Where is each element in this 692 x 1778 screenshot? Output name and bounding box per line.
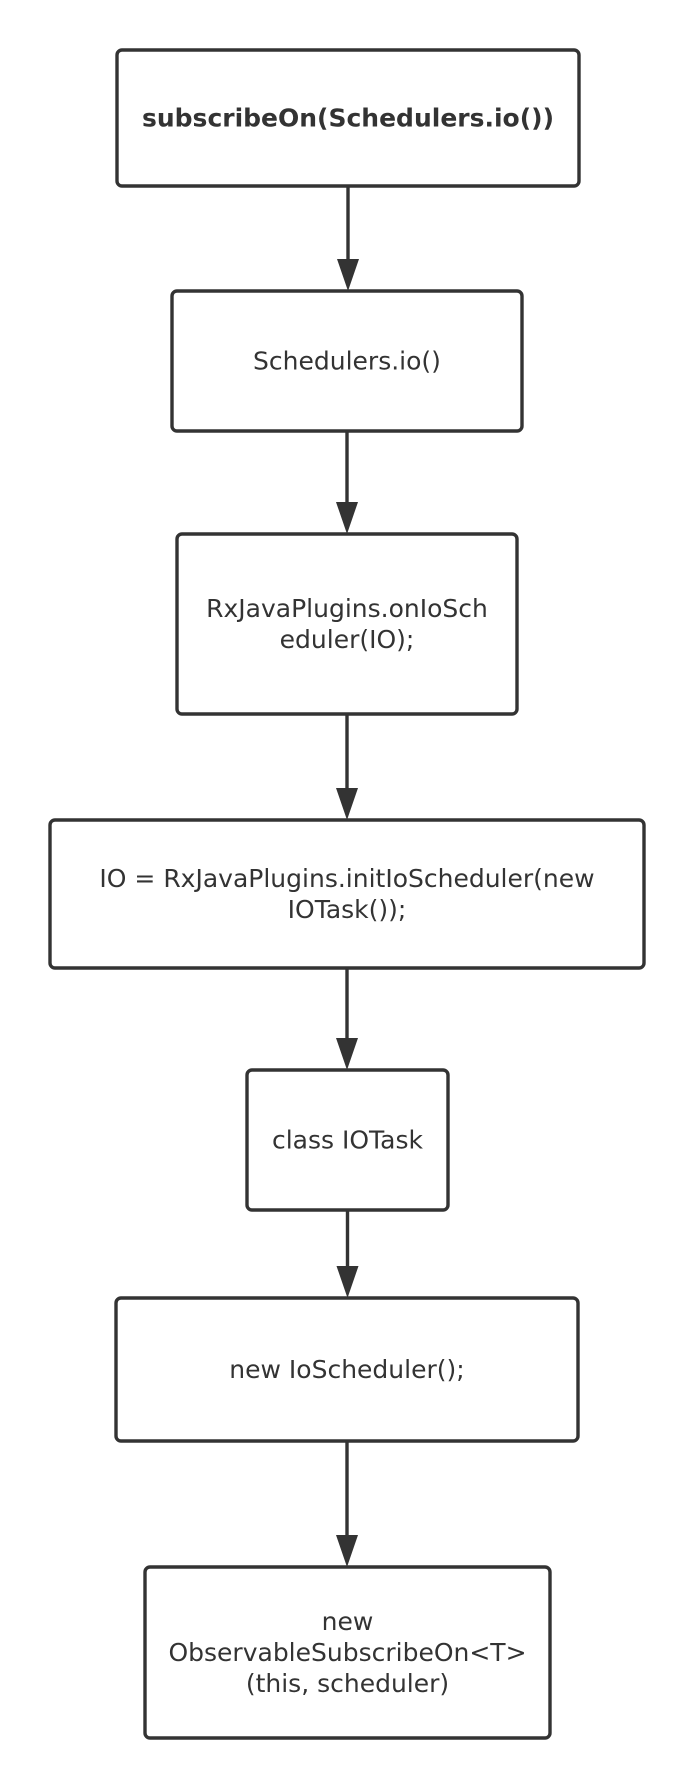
flow-node-box — [175, 532, 519, 716]
flow-node-5: class IOTask — [245, 1068, 450, 1212]
flow-node-label: RxJavaPlugins.onIoSch — [206, 594, 488, 623]
flow-node-6: new IoScheduler(); — [114, 1296, 580, 1443]
arrow-head-icon — [336, 1038, 358, 1070]
arrow-head-icon — [336, 502, 358, 534]
flow-node-label: class IOTask — [272, 1126, 424, 1155]
flow-node-box — [143, 1565, 552, 1740]
flow-edge-5 — [336, 1210, 359, 1298]
flow-node-label: Schedulers.io() — [253, 347, 441, 376]
arrow-head-icon — [336, 1535, 358, 1567]
flow-node-box — [48, 818, 646, 970]
flow-node-label: new — [322, 1607, 374, 1636]
flow-node-label: eduler(IO); — [280, 625, 415, 654]
flow-node-1: subscribeOn(Schedulers.io()) — [115, 48, 581, 188]
flow-edge-3 — [336, 714, 358, 820]
flow-node-box — [245, 1068, 450, 1212]
flow-node-label: IOTask()); — [288, 895, 407, 924]
flow-node-box — [115, 48, 581, 188]
flow-node-label: ObservableSubscribeOn<T> — [168, 1638, 526, 1667]
flow-node-label: subscribeOn(Schedulers.io()) — [142, 104, 554, 133]
flow-node-label: IO = RxJavaPlugins.initIoScheduler(new — [99, 864, 594, 893]
edges — [336, 186, 359, 1567]
arrow-head-icon — [336, 788, 358, 820]
flow-edge-1 — [337, 186, 359, 291]
arrow-head-icon — [337, 259, 359, 291]
flow-edge-6 — [336, 1441, 358, 1567]
flow-node-box — [170, 289, 524, 433]
flow-edge-4 — [336, 968, 358, 1070]
flow-edge-2 — [336, 431, 358, 534]
flow-node-4: IO = RxJavaPlugins.initIoScheduler(newIO… — [48, 818, 646, 970]
flow-node-box — [114, 1296, 580, 1443]
flow-node-2: Schedulers.io() — [170, 289, 524, 433]
flow-node-label: new IoScheduler(); — [229, 1355, 464, 1384]
flow-node-label: (this, scheduler) — [246, 1669, 449, 1698]
arrow-head-icon — [336, 1266, 359, 1298]
nodes: subscribeOn(Schedulers.io()) Schedulers.i… — [48, 48, 646, 1740]
